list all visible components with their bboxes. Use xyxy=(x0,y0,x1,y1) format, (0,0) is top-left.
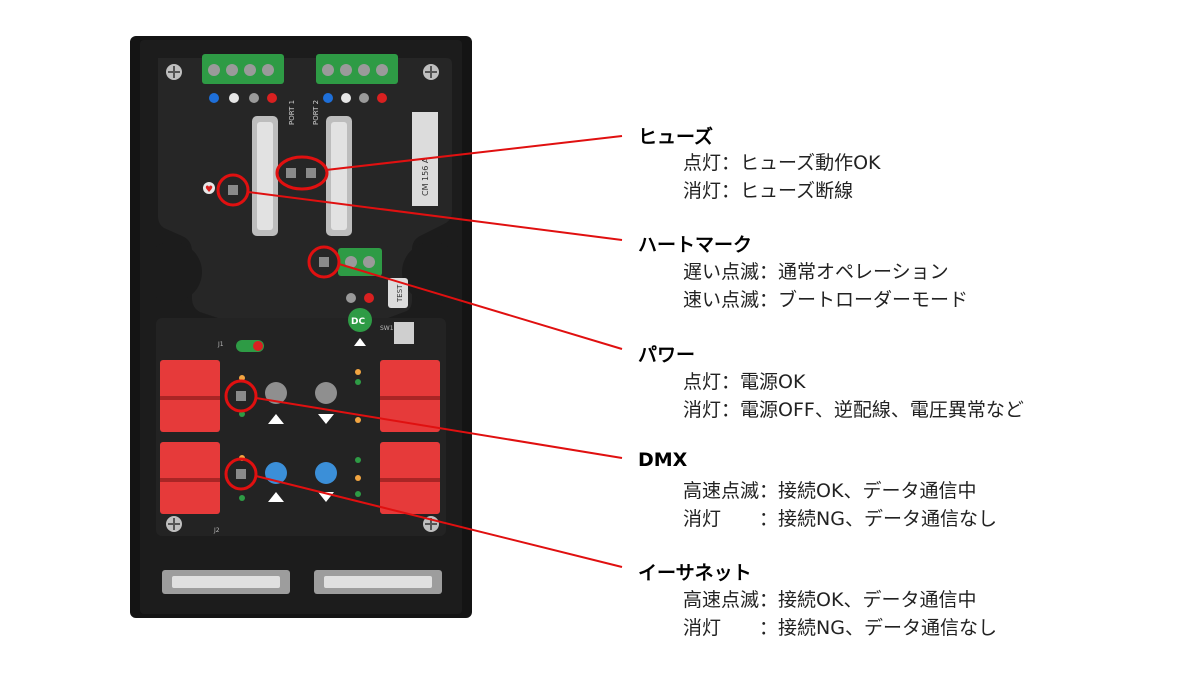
j2-label: J2 xyxy=(213,527,220,534)
fuse-led-1 xyxy=(286,168,296,178)
sw1-label: SW1 xyxy=(380,325,394,332)
terminal-block-port1 xyxy=(202,54,284,84)
j1-label: J1 xyxy=(217,341,224,348)
test-label: TEST xyxy=(396,284,404,303)
rj45-connectors-left xyxy=(160,360,220,514)
ethernet-port-icon xyxy=(265,462,287,484)
bottom-fuses xyxy=(162,570,442,594)
fuse-led-2 xyxy=(306,168,316,178)
heart-led xyxy=(228,185,238,195)
dmx-port-icon xyxy=(265,382,287,404)
rj45-connectors-right xyxy=(380,360,440,514)
dc-label: DC xyxy=(351,317,365,327)
dmx-port-icon xyxy=(315,382,337,404)
power-led xyxy=(319,257,329,267)
test-button xyxy=(388,278,408,308)
heart-mark-glyph: ♥ xyxy=(205,185,213,195)
dc-terminal-block xyxy=(338,248,382,276)
dc-badge xyxy=(348,308,372,332)
callout-lines xyxy=(247,135,623,568)
fuse-holder-2 xyxy=(326,116,352,236)
model-label: CM 156 A xyxy=(421,157,430,196)
terminal-block-port2 xyxy=(316,54,398,84)
fuse-holder-1 xyxy=(252,116,278,236)
dmx-led xyxy=(236,391,246,401)
heart-mark-icon xyxy=(203,182,215,194)
screw-icon xyxy=(166,64,439,532)
callout-markers xyxy=(216,155,341,491)
port2-label: PORT 2 xyxy=(312,100,320,125)
sw1-switch xyxy=(394,322,414,344)
ethernet-port-icon xyxy=(315,462,337,484)
ethernet-led xyxy=(236,469,246,479)
port1-label: PORT 1 xyxy=(288,100,296,125)
